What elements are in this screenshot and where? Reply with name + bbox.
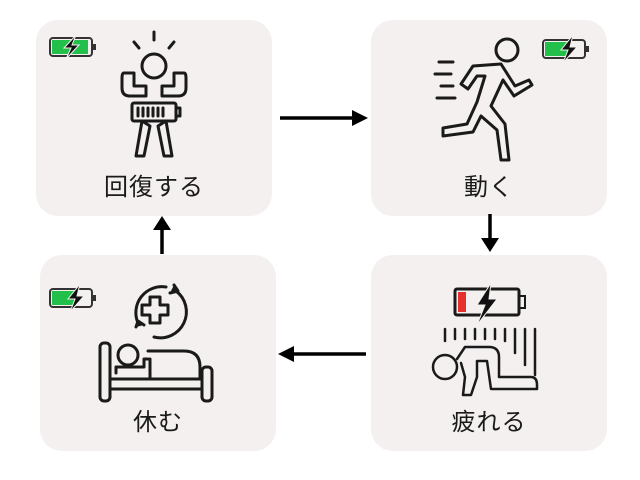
medical-cross-icon (140, 295, 170, 325)
battery-charging-icon (49, 283, 96, 313)
arrow-right-icon (280, 110, 368, 126)
battery-charging-icon (542, 34, 589, 64)
stage-label: 回復する (104, 173, 204, 201)
stage-card-recover: 回復する (36, 20, 272, 216)
person-charging-battery-icon (120, 30, 188, 158)
exhausted-person-icon (431, 282, 539, 397)
arrow-up-icon (153, 216, 171, 254)
sleeping-in-bed-icon (98, 283, 214, 403)
stage-label: 動く (464, 173, 514, 201)
stage-label: 休む (133, 408, 183, 436)
battery-low-icon (453, 282, 526, 326)
stage-card-rest: 休む (40, 255, 276, 451)
stage-label: 疲れる (451, 408, 527, 436)
running-person-icon (433, 37, 534, 162)
arrow-down-icon (481, 214, 499, 252)
refresh-arrows-icon (134, 285, 168, 325)
arrow-left-icon (278, 346, 366, 362)
stage-card-tired: 疲れる (371, 255, 607, 451)
battery-charging-icon (49, 34, 96, 60)
stage-card-move: 動く (371, 20, 607, 216)
